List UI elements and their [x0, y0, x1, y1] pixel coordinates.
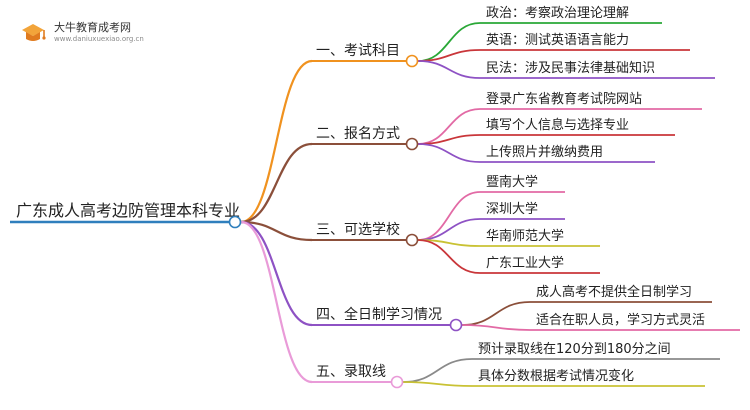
root-topic-label: 广东成人高考边防管理本科专业 [16, 201, 240, 220]
logo-title: 大牛教育成考网 [54, 21, 131, 34]
branch-2-child-3-link [417, 143, 481, 163]
branch-4-child-1-link [461, 301, 531, 326]
branch-3-label: 三、可选学校 [316, 221, 400, 238]
branch-5-label: 五、录取线 [316, 364, 386, 380]
branch-5-toggle[interactable] [390, 375, 404, 389]
branch-5-child-2-label: 具体分数根据考试情况变化 [478, 368, 634, 384]
logo-url: www.daniuxuexiao.org.cn [54, 35, 144, 43]
branch-4-link [240, 220, 313, 327]
branch-2-toggle[interactable] [405, 137, 419, 151]
branch-2-child-3-label: 上传照片并缴纳费用 [486, 145, 603, 160]
branch-3-child-1-link [417, 191, 481, 241]
branch-3-child-1-label: 暨南大学 [486, 174, 538, 190]
branch-3-toggle[interactable] [405, 233, 419, 247]
branch-3-child-3-label: 华南师范大学 [486, 228, 564, 244]
branch-2-child-1-label: 登录广东省教育考试院网站 [486, 91, 642, 107]
branch-2-child-2-label: 填写个人信息与选择专业 [486, 117, 629, 133]
mindmap-links [10, 22, 740, 387]
branch-1-child-3-link [417, 60, 481, 79]
branch-4-child-2-link [461, 324, 531, 331]
mindmap-nodes: 广东成人高考边防管理本科专业 一、考试科目 政治：考察政治理论理解英语：测试英语语言… [16, 6, 705, 389]
branch-1-child-3-label: 民法：涉及民事法律基础知识 [486, 60, 655, 76]
branch-2-link [240, 142, 313, 224]
branch-5-child-1-label: 预计录取线在120分到180分之间 [478, 342, 671, 357]
branch-1-child-1-label: 政治：考察政治理论理解 [486, 6, 629, 21]
branch-5-child-2-link [402, 381, 473, 387]
site-logo: 大牛教育成考网 www.daniuxuexiao.org.cn [18, 16, 218, 50]
branch-3-child-4-label: 广东工业大学 [486, 255, 564, 271]
logo-book-icon [22, 24, 46, 41]
branch-1-label: 一、考试科目 [316, 43, 400, 59]
branch-5-link [240, 220, 313, 384]
branch-3-child-4-link [417, 239, 481, 274]
branch-4-child-2-label: 适合在职人员，学习方式灵活 [536, 312, 705, 328]
branch-2-label: 二、报名方式 [316, 126, 400, 142]
branch-3-link [240, 220, 313, 242]
branch-3-child-2-link [417, 218, 481, 241]
branch-1-child-2-label: 英语：测试英语语言能力 [486, 33, 629, 48]
branch-4-child-1-label: 成人高考不提供全日制学习 [536, 284, 692, 300]
branch-4-label: 四、全日制学习情况 [316, 306, 442, 323]
root-toggle[interactable] [228, 215, 242, 229]
branch-1-toggle[interactable] [405, 54, 419, 68]
branch-1-link [240, 59, 313, 224]
branch-4-toggle[interactable] [449, 318, 463, 332]
branch-3-child-2-label: 深圳大学 [486, 201, 538, 217]
branch-5-child-1-link [402, 358, 473, 383]
